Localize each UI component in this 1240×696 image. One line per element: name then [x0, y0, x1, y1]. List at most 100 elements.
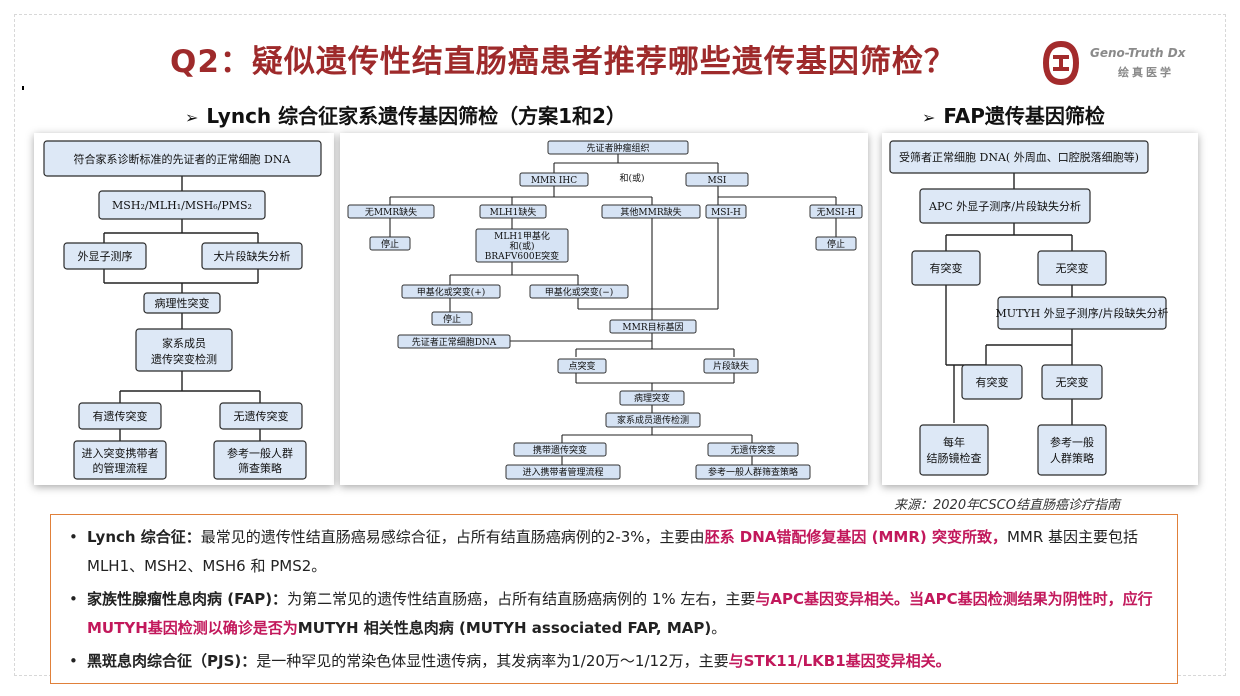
node-general-screening	[695, 464, 811, 480]
node-proband-normal-dna	[397, 334, 511, 349]
node-text: MSI	[708, 176, 727, 186]
bullet-head: 家族性腺瘤性息肉病 (FAP)：	[87, 590, 288, 608]
node-text: 先证者正常细胞DNA	[412, 336, 497, 348]
node-family-genetic-test	[605, 412, 701, 428]
node-text: MMR目标基因	[622, 321, 683, 333]
node-no-msi-h	[809, 204, 863, 219]
node-text: 筛查策略	[238, 461, 282, 475]
node-carrier-mgmt	[505, 464, 621, 480]
bullet-bold: MUTYH 相关性息肉病 (MUTYH associated FAP, MAP)	[297, 619, 712, 637]
node-stop-2	[815, 236, 857, 251]
node-text: 病理突变	[634, 392, 670, 404]
node-mmr-ihc	[519, 172, 589, 187]
flowchart-lynch-2: 先证者肿瘤组织 MMR IHC 和(或) MSI 无MMR缺失 MLH1缺失 其…	[340, 133, 868, 485]
bullet-pjs: 黑斑息肉综合征（PJS)：是一种罕见的常染色体显性遗传病，其发病率为1/20万～…	[87, 647, 1167, 676]
node-general-strategy	[1037, 424, 1107, 476]
node-exon-seq	[63, 242, 147, 270]
bullet-fap: 家族性腺瘤性息肉病 (FAP)：为第二常见的遗传性结直肠癌，占所有结直肠癌病例的…	[87, 585, 1167, 643]
node-text: 和(或)	[509, 240, 534, 252]
bullet-text: 为第二常见的遗传性结直肠癌，占所有结直肠癌病例的 1% 左右，主要	[287, 590, 756, 608]
node-text: 人群策略	[1050, 451, 1094, 465]
bullet-lynch: Lynch 综合征：最常见的遗传性结直肠癌易感综合征，占所有结直肠癌病例的2-3…	[87, 523, 1167, 581]
node-text: BRAFV600E突变	[485, 250, 559, 262]
node-text: 有突变	[976, 375, 1009, 389]
node-meth-negative	[529, 284, 629, 299]
slide-title: Q2：疑似遗传性结直肠癌患者推荐哪些遗传基因筛检？	[170, 44, 956, 80]
bullet-text: MMR 基因主要包括 MLH1、MSH2、MSH6 和 PMS2。	[87, 528, 1139, 575]
node-text: 家系成员	[162, 336, 206, 350]
logo-mark-icon	[1042, 40, 1080, 86]
node-text: 先证者肿瘤组织	[586, 142, 649, 154]
node-text: 停止	[443, 313, 461, 325]
node-text: 家系成员遗传检测	[617, 414, 689, 426]
node-mlh1-loss	[479, 204, 547, 219]
node-no-mutation	[219, 402, 303, 430]
node-text: MLH1甲基化	[494, 230, 550, 242]
arrow-bullet-icon: ➢	[922, 108, 936, 127]
node-general-strategy	[213, 440, 307, 480]
flowchart-fap: 受筛者正常细胞 DNA( 外周血、口腔脱落细胞等) APC 外显子测序/片段缺失…	[882, 133, 1198, 485]
node-meth-positive	[401, 284, 501, 299]
node-proband-dna	[43, 140, 322, 177]
node-text: 甲基化或突变(+)	[417, 286, 486, 298]
bullet-text: 是一种罕见的常染色体显性遗传病，其发病率为1/20万～1/12万，主要	[256, 652, 729, 670]
node-text: 无突变	[1056, 261, 1089, 275]
logo-text-cn: 绘真医学	[1118, 66, 1174, 79]
node-pathogenic	[143, 292, 221, 314]
node-pathogenic-mutation	[619, 390, 685, 406]
brand-logo: Geno-Truth Dx 绘真医学	[1042, 40, 1222, 86]
flowchart-lynch-2-svg: 先证者肿瘤组织 MMR IHC 和(或) MSI 无MMR缺失 MLH1缺失 其…	[347, 140, 863, 480]
subtitle-lynch-text: Lynch 综合征家系遗传基因筛检（方案1和2）	[206, 104, 626, 128]
node-mutyh-analysis	[997, 296, 1167, 330]
node-msi-h	[705, 204, 747, 219]
node-text: 参考一般人群筛查策略	[708, 466, 798, 478]
node-text: 符合家系诊断标准的先证者的正常细胞 DNA	[74, 152, 292, 166]
node-text: 其他MMR缺失	[620, 206, 681, 218]
node-text: MMR IHC	[531, 176, 577, 186]
node-carrier	[513, 442, 607, 457]
node-msi	[685, 172, 749, 187]
node-stop-3	[431, 311, 473, 326]
node-text: 甲基化或突变(−)	[545, 286, 614, 298]
node-mutyh-no-mutation	[1041, 364, 1103, 400]
node-text: 受筛者正常细胞 DNA( 外周血、口腔脱落细胞等)	[899, 150, 1139, 164]
bullet-dot: •	[69, 652, 78, 670]
subtitle-fap: ➢ FAP遗传基因筛检	[922, 100, 1105, 129]
node-text: 参考一般人群	[227, 446, 293, 460]
node-text: 和(或)	[619, 172, 644, 184]
node-family-test	[135, 328, 233, 372]
subtitle-fap-text: FAP遗传基因筛检	[943, 104, 1105, 128]
node-has-mutation	[78, 402, 162, 430]
node-text: 片段缺失	[713, 360, 749, 372]
node-annual-colonoscopy	[919, 424, 989, 476]
node-tumor-tissue	[547, 140, 689, 155]
node-text: 病理性突变	[155, 296, 210, 310]
node-text: 外显子测序	[78, 249, 133, 263]
bullet-dot: •	[69, 528, 78, 546]
node-text: 无MMR缺失	[365, 206, 417, 218]
node-text: MLH1缺失	[490, 206, 537, 218]
bullet-text: 。	[711, 619, 727, 637]
bullet-text: 最常见的遗传性结直肠癌易感综合征，占所有结直肠癌病例的2-3%，主要由	[200, 528, 705, 546]
flowchart-lynch-1: 符合家系诊断标准的先证者的正常细胞 DNA MSH₂/MLH₁/MSH₆/PMS…	[34, 133, 334, 485]
node-text: 无遗传突变	[730, 444, 775, 456]
node-text: 停止	[827, 238, 845, 250]
node-text: 有遗传突变	[93, 409, 148, 423]
bullet-highlight: 胚系 DNA错配修复基因 (MMR) 突变所致，	[704, 528, 1007, 546]
node-other-mmr-loss	[601, 204, 701, 219]
node-text: 结肠镜检查	[927, 451, 982, 465]
slide-mark	[22, 86, 24, 90]
node-text: 有突变	[930, 261, 963, 275]
node-text: 无突变	[1056, 375, 1089, 389]
node-large-deletion	[201, 242, 303, 270]
node-text: MUTYH 外显子测序/片段缺失分析	[996, 306, 1169, 320]
node-text: 点突变	[568, 360, 595, 372]
node-non-carrier	[707, 442, 799, 457]
flowchart-fap-svg: 受筛者正常细胞 DNA( 外周血、口腔脱落细胞等) APC 外显子测序/片段缺失…	[889, 140, 1169, 476]
node-mmr-target-genes	[609, 319, 697, 334]
node-text: 无MSI-H	[817, 207, 856, 218]
node-text: 遗传突变检测	[151, 352, 217, 366]
node-text: 携带遗传突变	[533, 444, 587, 456]
node-text: 的管理流程	[93, 461, 148, 475]
